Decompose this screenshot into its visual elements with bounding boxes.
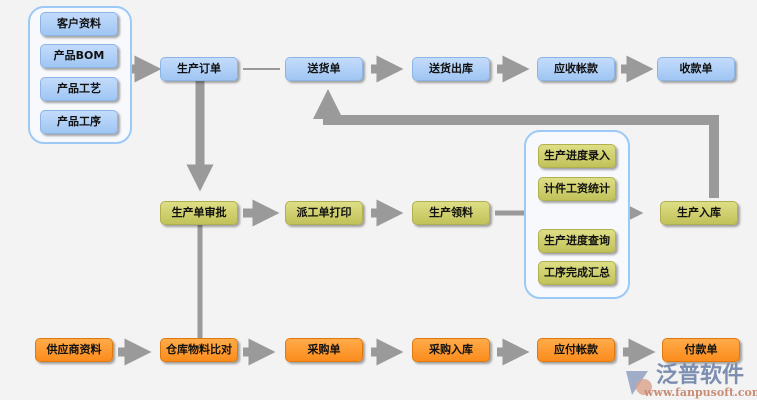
node-delivery-out[interactable]: 送货出库 xyxy=(412,57,490,81)
node-progress-query[interactable]: 生产进度查询 xyxy=(538,229,616,253)
node-stock-compare[interactable]: 仓库物料比对 xyxy=(160,338,238,362)
node-delivery-note[interactable]: 送货单 xyxy=(285,57,363,81)
watermark-logo: 泛普软件 www.fanpusoft.com xyxy=(622,365,757,400)
node-production-in[interactable]: 生产入库 xyxy=(660,201,738,225)
node-progress-entry[interactable]: 生产进度录入 xyxy=(538,144,616,168)
node-customer[interactable]: 客户资料 xyxy=(40,12,118,36)
logo-url: www.fanpusoft.com xyxy=(644,386,757,399)
node-product-craft[interactable]: 产品工艺 xyxy=(40,77,118,101)
node-purchase-in[interactable]: 采购入库 xyxy=(412,338,490,362)
logo-name: 泛普软件 xyxy=(656,363,745,388)
node-product-process[interactable]: 产品工序 xyxy=(40,110,118,134)
logo-icon xyxy=(626,371,652,395)
node-supplier[interactable]: 供应商资料 xyxy=(35,338,113,362)
node-receivable[interactable]: 应收帐款 xyxy=(537,57,615,81)
node-order-approval[interactable]: 生产单审批 xyxy=(160,201,238,225)
node-purchase-order[interactable]: 采购单 xyxy=(285,338,363,362)
node-production-order[interactable]: 生产订单 xyxy=(160,57,238,81)
node-process-summary[interactable]: 工序完成汇总 xyxy=(538,261,616,285)
node-dispatch-print[interactable]: 派工单打印 xyxy=(285,201,363,225)
node-payment[interactable]: 付款单 xyxy=(662,338,740,362)
node-material-issue[interactable]: 生产领料 xyxy=(412,201,490,225)
node-receipt[interactable]: 收款单 xyxy=(657,57,735,81)
node-payable[interactable]: 应付帐款 xyxy=(537,338,615,362)
node-piece-wage[interactable]: 计件工资统计 xyxy=(538,177,616,201)
return-arrow xyxy=(313,89,719,198)
node-product-bom[interactable]: 产品BOM xyxy=(40,44,118,68)
